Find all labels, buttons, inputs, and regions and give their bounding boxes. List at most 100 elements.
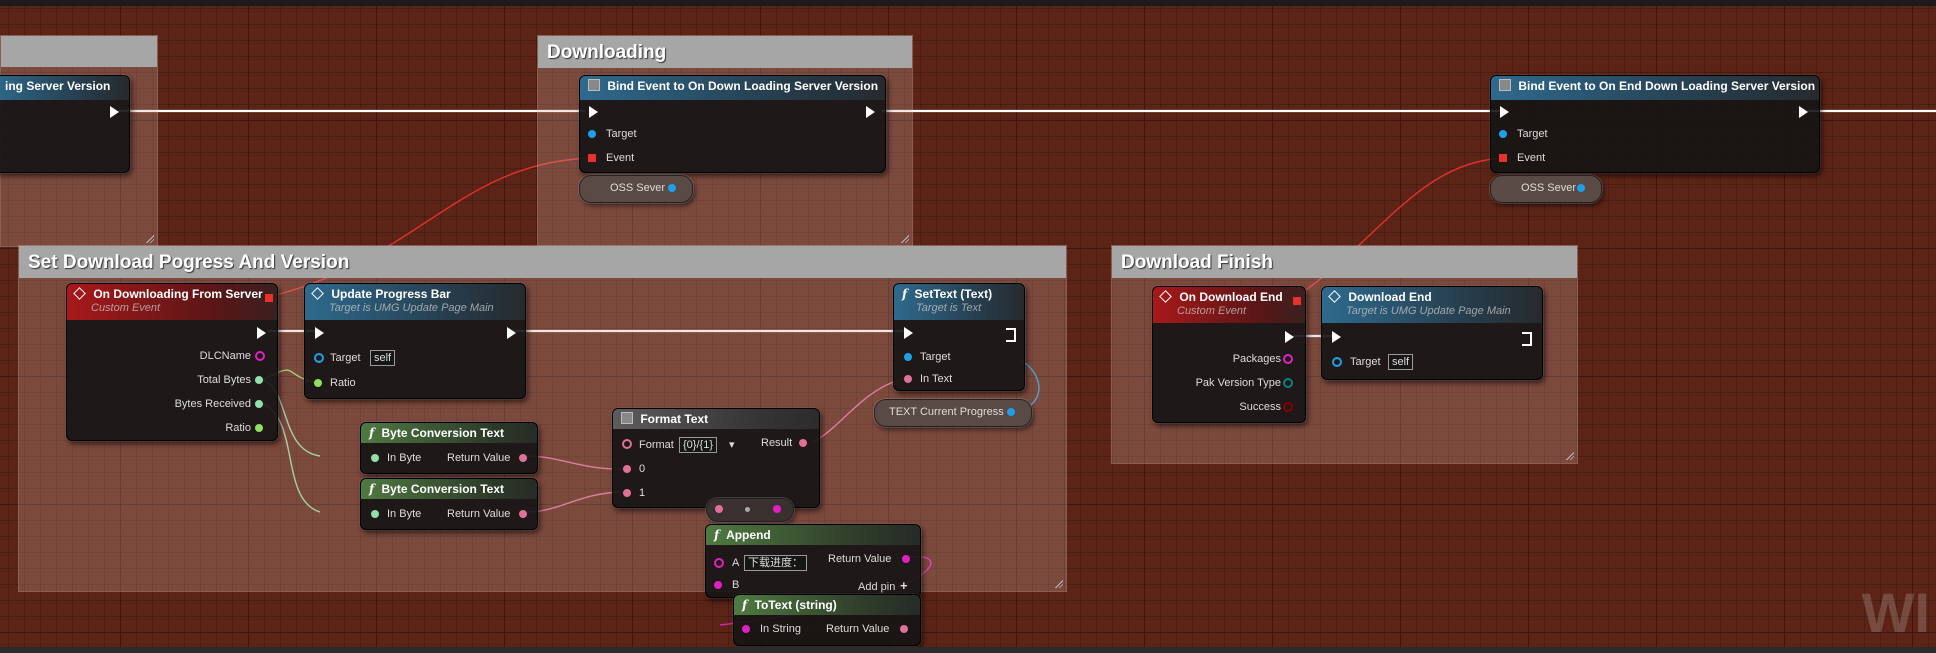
resize-handle[interactable] — [900, 234, 909, 243]
comment-title-set-progress[interactable]: Set Download Pogress And Version — [19, 246, 1066, 278]
node-update-progress-bar[interactable]: Update Progress Bar Target is UMG Update… — [304, 283, 526, 399]
exec-out-pin[interactable] — [1285, 331, 1294, 343]
total-bytes-pin[interactable] — [255, 376, 263, 384]
exec-out-pin[interactable] — [1522, 332, 1532, 346]
node-title: Update Progress Bar — [331, 287, 451, 301]
event-pin[interactable] — [588, 154, 596, 162]
result-pin[interactable] — [799, 439, 807, 447]
plus-icon[interactable]: + — [900, 578, 908, 593]
format-value[interactable]: {0}/{1} — [679, 437, 717, 453]
exec-in-pin[interactable] — [1332, 331, 1341, 343]
oss-sever-out-pin[interactable] — [1577, 184, 1585, 192]
arg-0-pin[interactable] — [623, 465, 631, 473]
in-byte-pin[interactable] — [371, 510, 379, 518]
node-header: ing Server Version — [0, 76, 129, 100]
pak-version-type-pin[interactable] — [1283, 378, 1293, 388]
exec-in-pin[interactable] — [904, 327, 913, 339]
comment-title-download-finish[interactable]: Download Finish — [1112, 246, 1577, 278]
ratio-pin[interactable] — [255, 424, 263, 432]
bytes-received-pin[interactable] — [255, 400, 263, 408]
exec-in-pin[interactable] — [1500, 106, 1509, 118]
dlcname-label: DLCName — [199, 350, 251, 362]
event-pin[interactable] — [1499, 154, 1507, 162]
format-pin[interactable] — [622, 439, 632, 449]
ratio-in-pin[interactable] — [314, 379, 322, 387]
add-pin-label[interactable]: Add pin — [858, 581, 896, 593]
exec-out-pin[interactable] — [1006, 328, 1016, 342]
target-self-value[interactable]: self — [1388, 354, 1414, 370]
exec-out-pin[interactable] — [1799, 106, 1808, 118]
dlcname-pin[interactable] — [255, 351, 265, 361]
exec-out-pin[interactable] — [257, 327, 266, 339]
success-pin[interactable] — [1283, 402, 1293, 412]
oss-sever-variable-1[interactable]: OSS Sever — [579, 175, 693, 203]
event-diamond-icon — [1159, 290, 1172, 303]
text-wire-3 — [811, 377, 906, 443]
node-bind-event-partial[interactable]: ing Server Version — [0, 75, 130, 173]
in-byte-label: In Byte — [387, 508, 422, 520]
return-value-pin[interactable] — [519, 454, 527, 462]
target-label: Target — [1350, 356, 1381, 368]
in-string-label: In String — [760, 623, 801, 635]
a-pin[interactable] — [714, 558, 724, 568]
exec-out-pin[interactable] — [110, 106, 119, 118]
node-bind-event-end-down-loading[interactable]: Bind Event to On End Down Loading Server… — [1490, 75, 1820, 173]
node-on-download-end[interactable]: On Download End Custom Event Packages Pa… — [1152, 286, 1306, 423]
resize-handle[interactable] — [1565, 451, 1574, 460]
node-format-text[interactable]: Format Text Format {0}/{1} ▾ Result 0 1 — [612, 408, 820, 508]
a-value[interactable]: 下载进度： — [744, 555, 807, 571]
node-header: Format Text — [613, 409, 819, 429]
target-pin[interactable] — [314, 353, 324, 363]
in-byte-label: In Byte — [387, 452, 422, 464]
return-value-pin[interactable] — [900, 625, 908, 633]
return-value-pin[interactable] — [519, 510, 527, 518]
function-icon: f — [714, 528, 720, 542]
resize-handle[interactable] — [1054, 579, 1063, 588]
node-bind-event-down-loading[interactable]: Bind Event to On Down Loading Server Ver… — [579, 75, 886, 173]
text-to-string-conversion-node[interactable] — [706, 498, 794, 522]
node-append[interactable]: f Append A 下载进度： Return Value B Add pin … — [705, 524, 921, 598]
node-on-downloading-from-server[interactable]: On Downloading From Server Custom Event … — [66, 283, 278, 441]
function-icon: f — [742, 598, 748, 612]
b-pin[interactable] — [714, 581, 722, 589]
node-header: Bind Event to On Down Loading Server Ver… — [580, 76, 885, 100]
text-current-progress-variable[interactable]: TEXT Current Progress — [874, 399, 1032, 427]
format-label: Format — [639, 439, 674, 451]
node-header: On Downloading From Server Custom Event — [67, 284, 277, 320]
exec-in-pin[interactable] — [589, 106, 598, 118]
oss-sever-variable-2[interactable]: OSS Sever — [1490, 175, 1602, 203]
node-byte-conversion-text-2[interactable]: f Byte Conversion Text In Byte Return Va… — [360, 478, 538, 530]
return-value-pin[interactable] — [902, 555, 910, 563]
comment-title-downloading[interactable]: Downloading — [538, 36, 912, 68]
node-title: Download End — [1348, 290, 1432, 304]
target-self-value[interactable]: self — [370, 350, 396, 366]
node-set-text[interactable]: f SetText (Text) Target is Text Target I… — [893, 283, 1025, 391]
node-to-text-string[interactable]: f ToText (string) In String Return Value — [733, 594, 921, 646]
in-string-pin[interactable] — [742, 625, 750, 633]
node-byte-conversion-text-1[interactable]: f Byte Conversion Text In Byte Return Va… — [360, 422, 538, 474]
resize-handle[interactable] — [145, 234, 154, 243]
target-pin[interactable] — [904, 353, 912, 361]
node-title: SetText (Text) — [914, 287, 993, 301]
chevron-down-icon[interactable]: ▾ — [729, 439, 735, 451]
delegate-pin[interactable] — [1293, 297, 1301, 305]
exec-out-pin[interactable] — [866, 106, 875, 118]
node-title: Bind Event to On End Down Loading Server… — [1518, 79, 1816, 93]
in-byte-pin[interactable] — [371, 454, 379, 462]
target-pin[interactable] — [1332, 357, 1342, 367]
oss-sever-out-pin[interactable] — [668, 184, 676, 192]
arg-1-pin[interactable] — [623, 489, 631, 497]
exec-out-pin[interactable] — [507, 327, 516, 339]
delegate-pin[interactable] — [265, 294, 273, 302]
event-label: Event — [606, 152, 635, 164]
node-download-end[interactable]: Download End Target is UMG Update Page M… — [1321, 286, 1543, 380]
conversion-out-pin[interactable] — [773, 505, 781, 513]
exec-in-pin[interactable] — [315, 327, 324, 339]
ratio-label: Ratio — [330, 377, 356, 389]
packages-pin[interactable] — [1283, 354, 1293, 364]
text-current-progress-out-pin[interactable] — [1007, 408, 1015, 416]
conversion-in-pin[interactable] — [715, 505, 723, 513]
in-text-pin[interactable] — [904, 375, 912, 383]
target-pin[interactable] — [588, 130, 596, 138]
target-pin[interactable] — [1499, 130, 1507, 138]
